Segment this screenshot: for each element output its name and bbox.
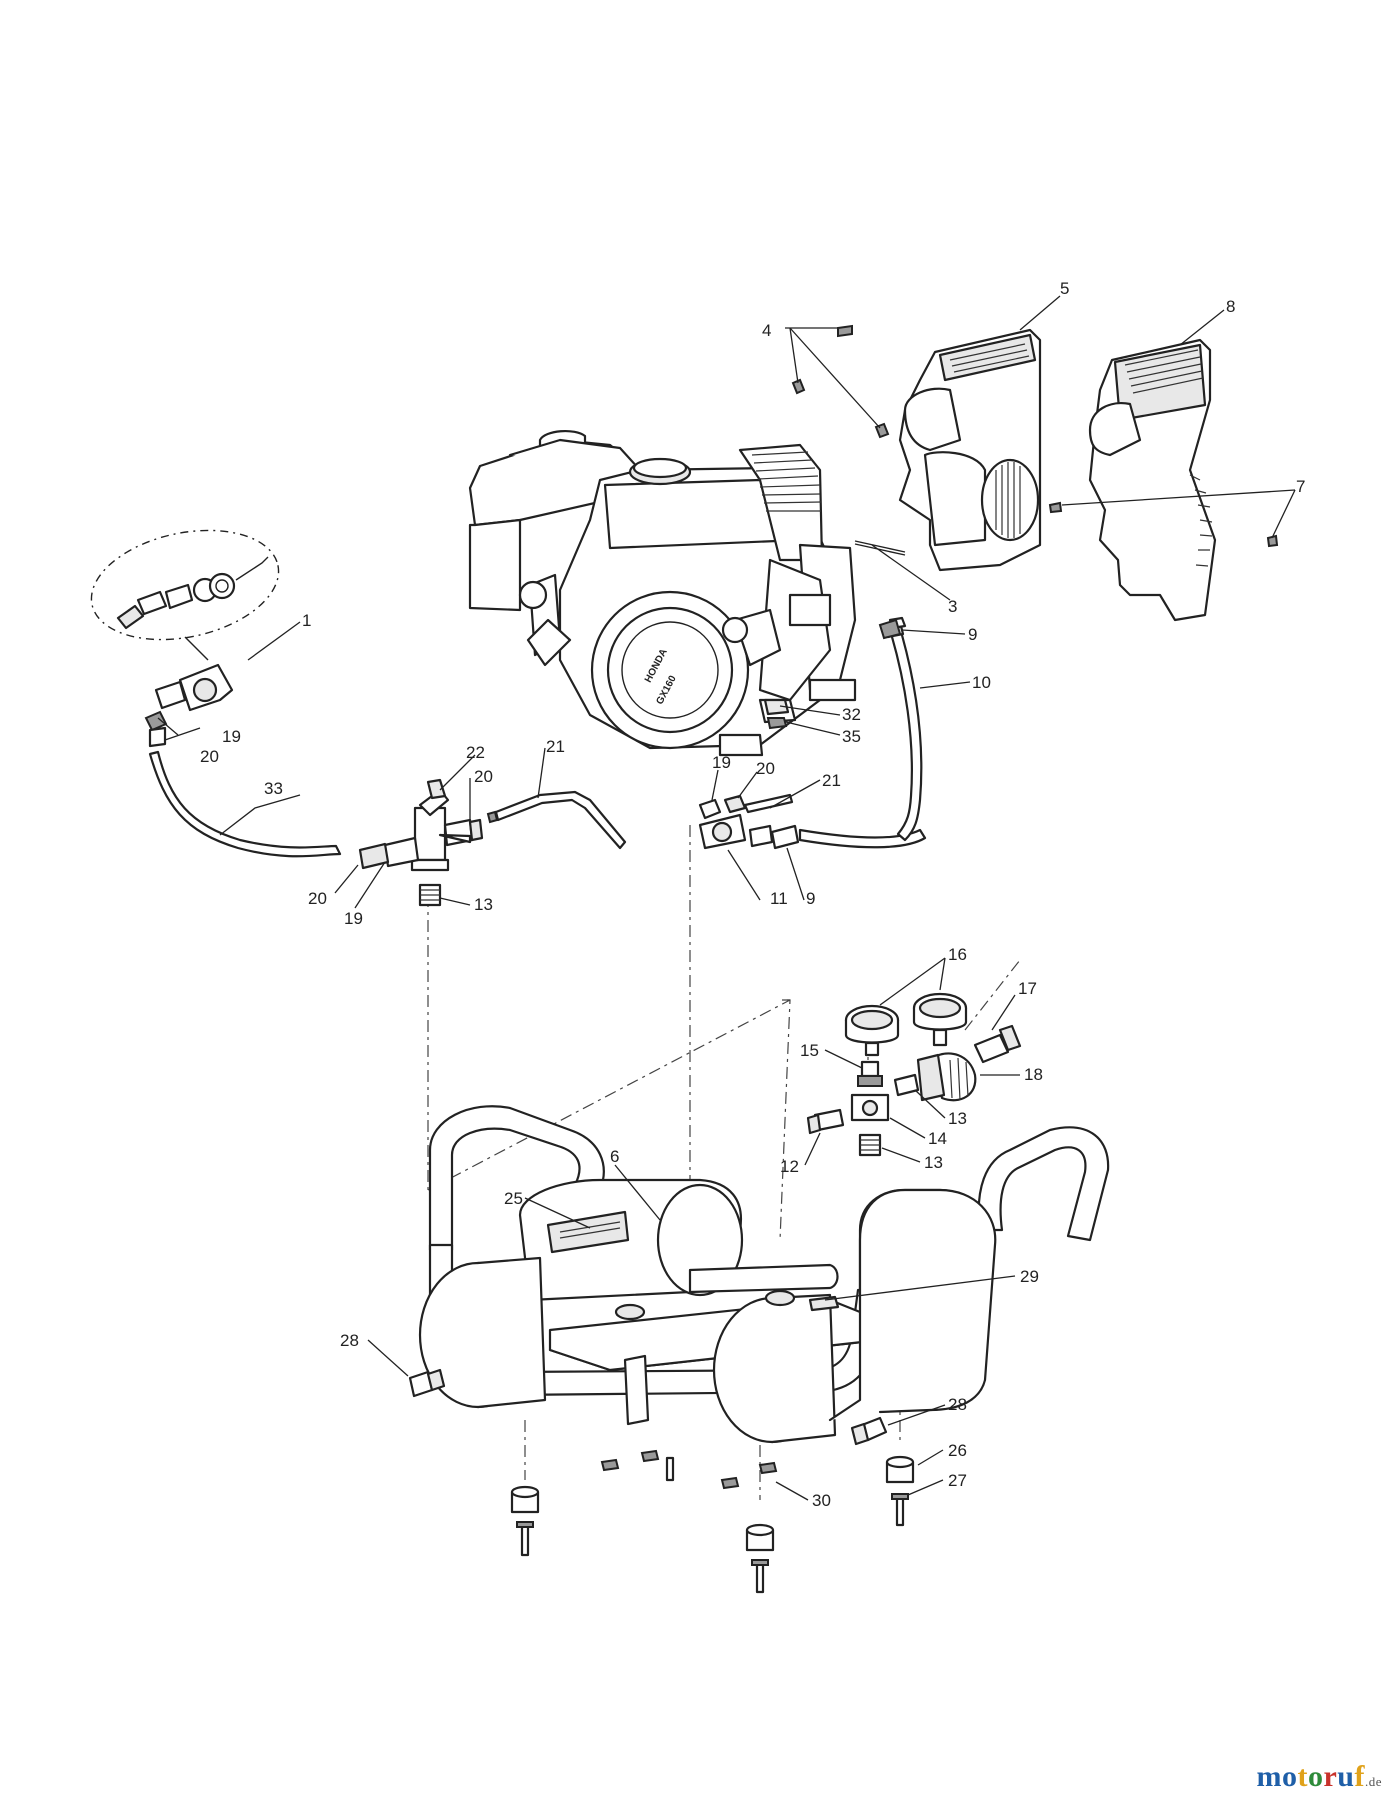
hose-10	[878, 616, 923, 842]
engine: HONDA GX160	[468, 430, 857, 757]
logo-letter: o	[1281, 1760, 1298, 1793]
callout-25: 25	[504, 1189, 523, 1208]
logo-letter: t	[1297, 1760, 1308, 1793]
callout-14: 14	[928, 1129, 947, 1148]
hardware-screws	[791, 324, 1279, 556]
logo-letter: o	[1307, 1760, 1324, 1793]
callout-19-valve: 19	[344, 909, 363, 928]
belt-guard-front	[898, 328, 1042, 572]
callout-10: 10	[972, 673, 991, 692]
callout-12: 12	[780, 1157, 799, 1176]
callout-4: 4	[762, 321, 771, 340]
hose-33	[148, 750, 342, 858]
gauge-manifold	[806, 992, 1022, 1157]
callout-7: 7	[1296, 477, 1305, 496]
discharge-fittings-right	[698, 793, 927, 850]
callout-20-switch: 20	[200, 747, 219, 766]
belt-guard-rear	[1088, 338, 1217, 622]
callout-9-top: 9	[968, 625, 977, 644]
callout-28-left: 28	[340, 1331, 359, 1350]
callout-3: 3	[948, 597, 957, 616]
callout-13-right: 13	[948, 1109, 967, 1128]
callout-19-switch: 19	[222, 727, 241, 746]
callout-13-bottom: 13	[924, 1153, 943, 1172]
callout-8: 8	[1226, 297, 1235, 316]
callout-20-lower: 20	[308, 889, 327, 908]
site-logo: motoruf.de	[1256, 1760, 1382, 1794]
callout-9-bottom: 9	[806, 889, 815, 908]
callout-22: 22	[466, 743, 485, 762]
callout-5: 5	[1060, 279, 1069, 298]
callout-32: 32	[842, 705, 861, 724]
callout-29: 29	[1020, 1267, 1039, 1286]
callout-21-left: 21	[546, 737, 565, 756]
callout-1: 1	[302, 611, 311, 630]
callout-28-right: 28	[948, 1395, 967, 1414]
logo-letter: u	[1337, 1760, 1355, 1793]
callout-20-right: 20	[756, 759, 775, 778]
discharge-tube-left	[494, 790, 627, 850]
logo-letter: r	[1323, 1760, 1338, 1793]
callout-30: 30	[812, 1491, 831, 1510]
callout-18: 18	[1024, 1065, 1043, 1084]
callout-17: 17	[1018, 979, 1037, 998]
pressure-switch	[90, 529, 280, 748]
callout-26: 26	[948, 1441, 967, 1460]
callout-33: 33	[264, 779, 283, 798]
callout-15: 15	[800, 1041, 819, 1060]
callout-21-right: 21	[822, 771, 841, 790]
callout-35: 35	[842, 727, 861, 746]
callout-16: 16	[948, 945, 967, 964]
callout-11: 11	[770, 889, 788, 908]
callout-27: 27	[948, 1471, 967, 1490]
logo-letter: m	[1256, 1760, 1282, 1793]
check-valve-assembly	[358, 778, 499, 907]
tank-and-frame	[408, 1105, 1110, 1594]
callout-20-valve: 20	[474, 767, 493, 786]
callout-6: 6	[610, 1147, 619, 1166]
logo-letters: motoruf	[1256, 1760, 1365, 1793]
logo-suffix: .de	[1364, 1774, 1382, 1789]
callout-19-right: 19	[712, 753, 731, 772]
leader-lines	[157, 295, 1296, 1501]
callouts: 1 3 4 5 6 7 8 9 9 10 11 12 13 13 13 14 1…	[200, 279, 1305, 1510]
logo-letter: f	[1354, 1760, 1365, 1793]
callout-13-left: 13	[474, 895, 493, 914]
